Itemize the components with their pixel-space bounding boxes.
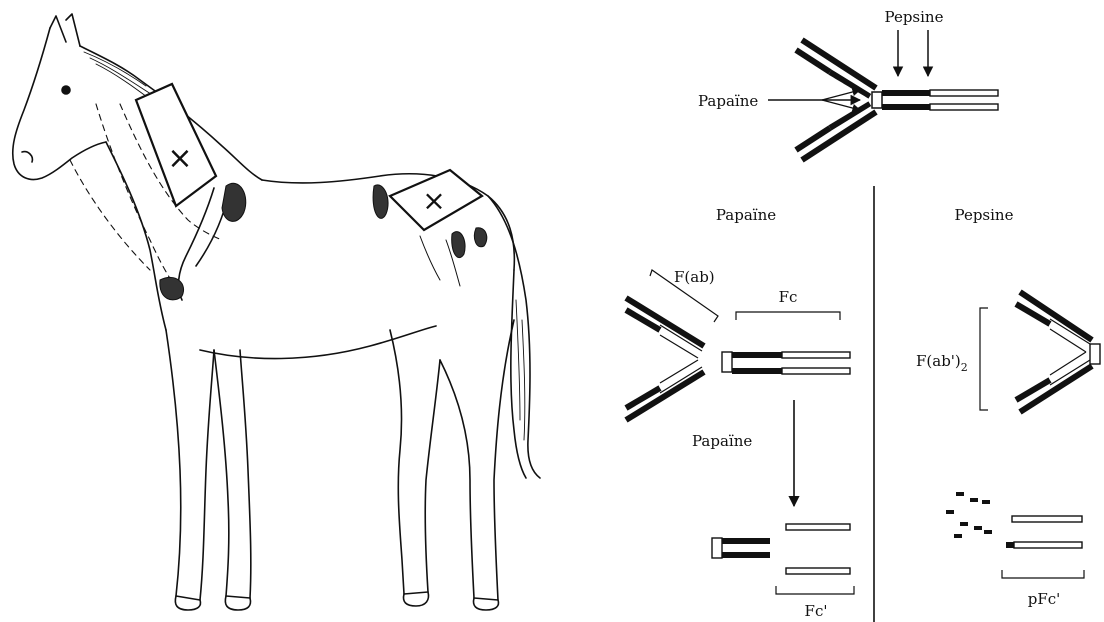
papaine-arrow-label: Papaïne xyxy=(692,432,752,450)
pepsine-label-top: Pepsine xyxy=(885,8,944,26)
horse-belly xyxy=(200,326,436,359)
horse-eye xyxy=(62,86,70,94)
lymph-path xyxy=(70,160,150,270)
pepsine-header: Pepsine xyxy=(955,206,1014,224)
fc-bracket xyxy=(736,312,840,320)
horse-neck-underside xyxy=(106,142,166,330)
lymph-node xyxy=(452,232,465,258)
papaine-arrow xyxy=(822,100,860,110)
horse-ear xyxy=(66,14,80,46)
fc-tail xyxy=(882,90,998,110)
papaine-arrow xyxy=(822,90,860,100)
fab-fragment-lower xyxy=(626,360,704,420)
antibody-diagram: Pepsine Papaïne Papaïne F(ab) Fc xyxy=(560,0,1104,622)
hinge-region xyxy=(872,92,882,108)
horse-back-outline xyxy=(262,174,514,270)
fc-prime-label: Fc' xyxy=(805,602,828,620)
peptide-fragments xyxy=(946,492,992,538)
fab-label: F(ab) xyxy=(674,268,715,286)
papaine-header: Papaïne xyxy=(716,206,776,224)
horse-tail xyxy=(488,196,540,478)
fc-label: Fc xyxy=(779,288,798,306)
fab-fragment-upper xyxy=(626,298,704,358)
horse-rear-leg xyxy=(390,330,440,594)
fab2-bracket xyxy=(980,308,988,410)
lymph-node xyxy=(474,228,486,247)
horse-ear xyxy=(50,16,66,42)
fab-arm-upper xyxy=(796,40,876,96)
horse-front-leg xyxy=(214,350,251,598)
lymph-node xyxy=(222,183,246,221)
fab2-label: F(ab')2 xyxy=(916,352,968,374)
lymph-node xyxy=(160,277,184,299)
fab2-fragment xyxy=(1016,292,1100,412)
injection-mark: × xyxy=(422,184,445,217)
pfc-prime-bracket xyxy=(1002,570,1084,578)
horse-rear-leg xyxy=(440,320,514,600)
antibody-cleavage-diagram: Pepsine Papaïne Papaïne F(ab) Fc xyxy=(560,0,1104,622)
injection-zone-neck: × xyxy=(136,84,216,206)
horse-drawing: × × xyxy=(0,0,560,622)
lymph-node xyxy=(373,185,388,218)
intact-antibody: Pepsine Papaïne xyxy=(698,8,998,160)
papaine-label-top: Papaïne xyxy=(698,92,758,110)
horse-front-leg xyxy=(166,330,214,600)
pfc-prime-fragment xyxy=(1006,516,1082,548)
fc-prime-bracket xyxy=(776,586,854,594)
fc-fragment xyxy=(722,352,850,374)
injection-zone-flank: × xyxy=(390,170,482,230)
injection-mark: × xyxy=(167,141,192,176)
horse-illustration: × × xyxy=(0,0,560,622)
fc-prime-fragment xyxy=(786,524,850,574)
hinge-fragment xyxy=(712,538,770,558)
fab-arm-lower xyxy=(796,104,876,160)
horse-head-outline xyxy=(13,28,106,179)
pfc-prime-label: pFc' xyxy=(1028,590,1061,608)
